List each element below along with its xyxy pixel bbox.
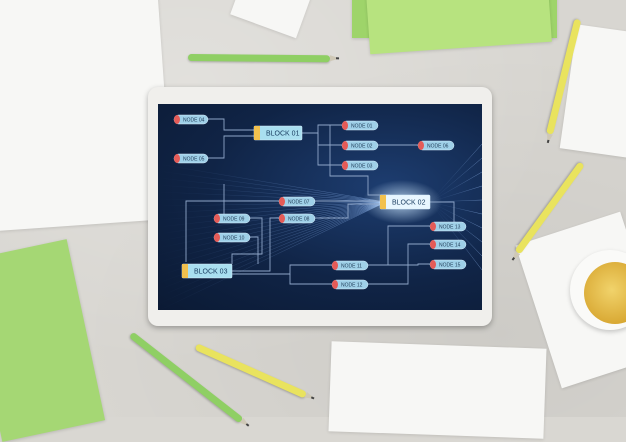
flow-diagram: BLOCK 01 BLOCK 02 BLOCK 03 NODE 04 NODE 05 NO… <box>158 114 482 310</box>
node-12: NODE 12 <box>331 279 369 290</box>
connector-line <box>368 243 430 285</box>
connector-line <box>317 133 342 166</box>
node-label: NODE 09 <box>223 216 245 222</box>
node-cap <box>342 121 348 130</box>
node-label: NODE 08 <box>288 216 310 222</box>
background-ray <box>158 170 387 203</box>
connector-line <box>388 263 430 266</box>
background-ray <box>158 198 387 203</box>
node-label: NODE 06 <box>427 143 449 149</box>
node-label: NODE 14 <box>439 242 461 248</box>
node-9: NODE 09 <box>213 213 251 224</box>
node-6: NODE 06 <box>417 140 455 151</box>
node-cap <box>342 161 348 170</box>
node-cap <box>430 222 436 231</box>
block-label: BLOCK 01 <box>266 131 300 138</box>
block-cap <box>380 195 386 209</box>
block-label: BLOCK 02 <box>392 200 426 207</box>
node-11: NODE 11 <box>331 260 369 271</box>
block-3: BLOCK 03 <box>181 263 233 279</box>
node-label: NODE 01 <box>351 123 373 129</box>
background-ray <box>429 201 482 271</box>
node-cap <box>342 141 348 150</box>
node-cap <box>418 141 424 150</box>
connector-line <box>315 203 380 219</box>
node-cap <box>279 197 285 206</box>
connector-line <box>232 264 332 275</box>
node-cap <box>430 260 436 269</box>
node-cap <box>279 214 285 223</box>
background-ray <box>158 201 387 242</box>
node-cap <box>430 240 436 249</box>
node-label: NODE 04 <box>183 117 205 123</box>
node-3: NODE 03 <box>341 160 379 171</box>
connector-line <box>329 125 390 196</box>
background-ray <box>429 143 482 203</box>
connector-line <box>302 124 342 134</box>
node-label: NODE 12 <box>341 282 363 288</box>
background-ray <box>158 201 387 228</box>
paper-sheet <box>328 341 547 439</box>
block-label: BLOCK 03 <box>194 269 228 276</box>
node-2: NODE 02 <box>341 140 379 151</box>
background-ray <box>159 201 387 310</box>
connector-line <box>368 225 430 266</box>
node-5: NODE 05 <box>173 153 209 164</box>
node-cap <box>174 154 180 163</box>
connector-line <box>208 118 254 131</box>
node-cap <box>214 214 220 223</box>
background-ray <box>158 191 387 203</box>
node-cap <box>332 261 338 270</box>
node-14: NODE 14 <box>429 239 467 250</box>
connector-line <box>250 236 259 264</box>
connector-line <box>232 217 279 272</box>
node-label: NODE 10 <box>223 235 245 241</box>
node-15: NODE 15 <box>429 259 467 270</box>
block-cap <box>254 126 260 140</box>
block-1: BLOCK 01 <box>253 125 303 141</box>
node-label: NODE 13 <box>439 224 461 230</box>
connector-line <box>289 274 332 285</box>
node-4: NODE 04 <box>173 114 209 125</box>
background-ray <box>158 201 387 207</box>
background-ray <box>158 201 387 256</box>
green-pen <box>187 54 341 63</box>
node-1: NODE 01 <box>341 120 379 131</box>
background-ray <box>158 201 387 270</box>
background-ray <box>158 201 387 249</box>
connector-line <box>231 217 263 264</box>
connector-line <box>208 135 254 159</box>
node-13: NODE 13 <box>429 221 467 232</box>
node-label: NODE 02 <box>351 143 373 149</box>
background-ray <box>158 163 387 203</box>
tablet-screen: BLOCK 01 BLOCK 02 BLOCK 03 NODE 04 NODE 05 NO… <box>158 104 482 310</box>
node-cap <box>214 233 220 242</box>
node-label: NODE 05 <box>183 156 205 162</box>
background-ray <box>158 184 387 203</box>
node-cap <box>332 280 338 289</box>
node-cap <box>174 115 180 124</box>
node-label: NODE 07 <box>288 199 310 205</box>
block-2: BLOCK 02 <box>379 194 431 210</box>
connector-line <box>430 201 455 226</box>
node-label: NODE 03 <box>351 163 373 169</box>
coffee <box>584 262 626 324</box>
connector-line <box>185 200 279 262</box>
block-cap <box>182 264 188 278</box>
background-ray <box>158 177 387 203</box>
background-ray <box>158 201 387 305</box>
node-label: NODE 11 <box>341 263 362 269</box>
node-label: NODE 15 <box>439 262 461 268</box>
node-10: NODE 10 <box>213 232 251 243</box>
node-8: NODE 08 <box>278 213 316 224</box>
node-7: NODE 07 <box>278 196 316 207</box>
